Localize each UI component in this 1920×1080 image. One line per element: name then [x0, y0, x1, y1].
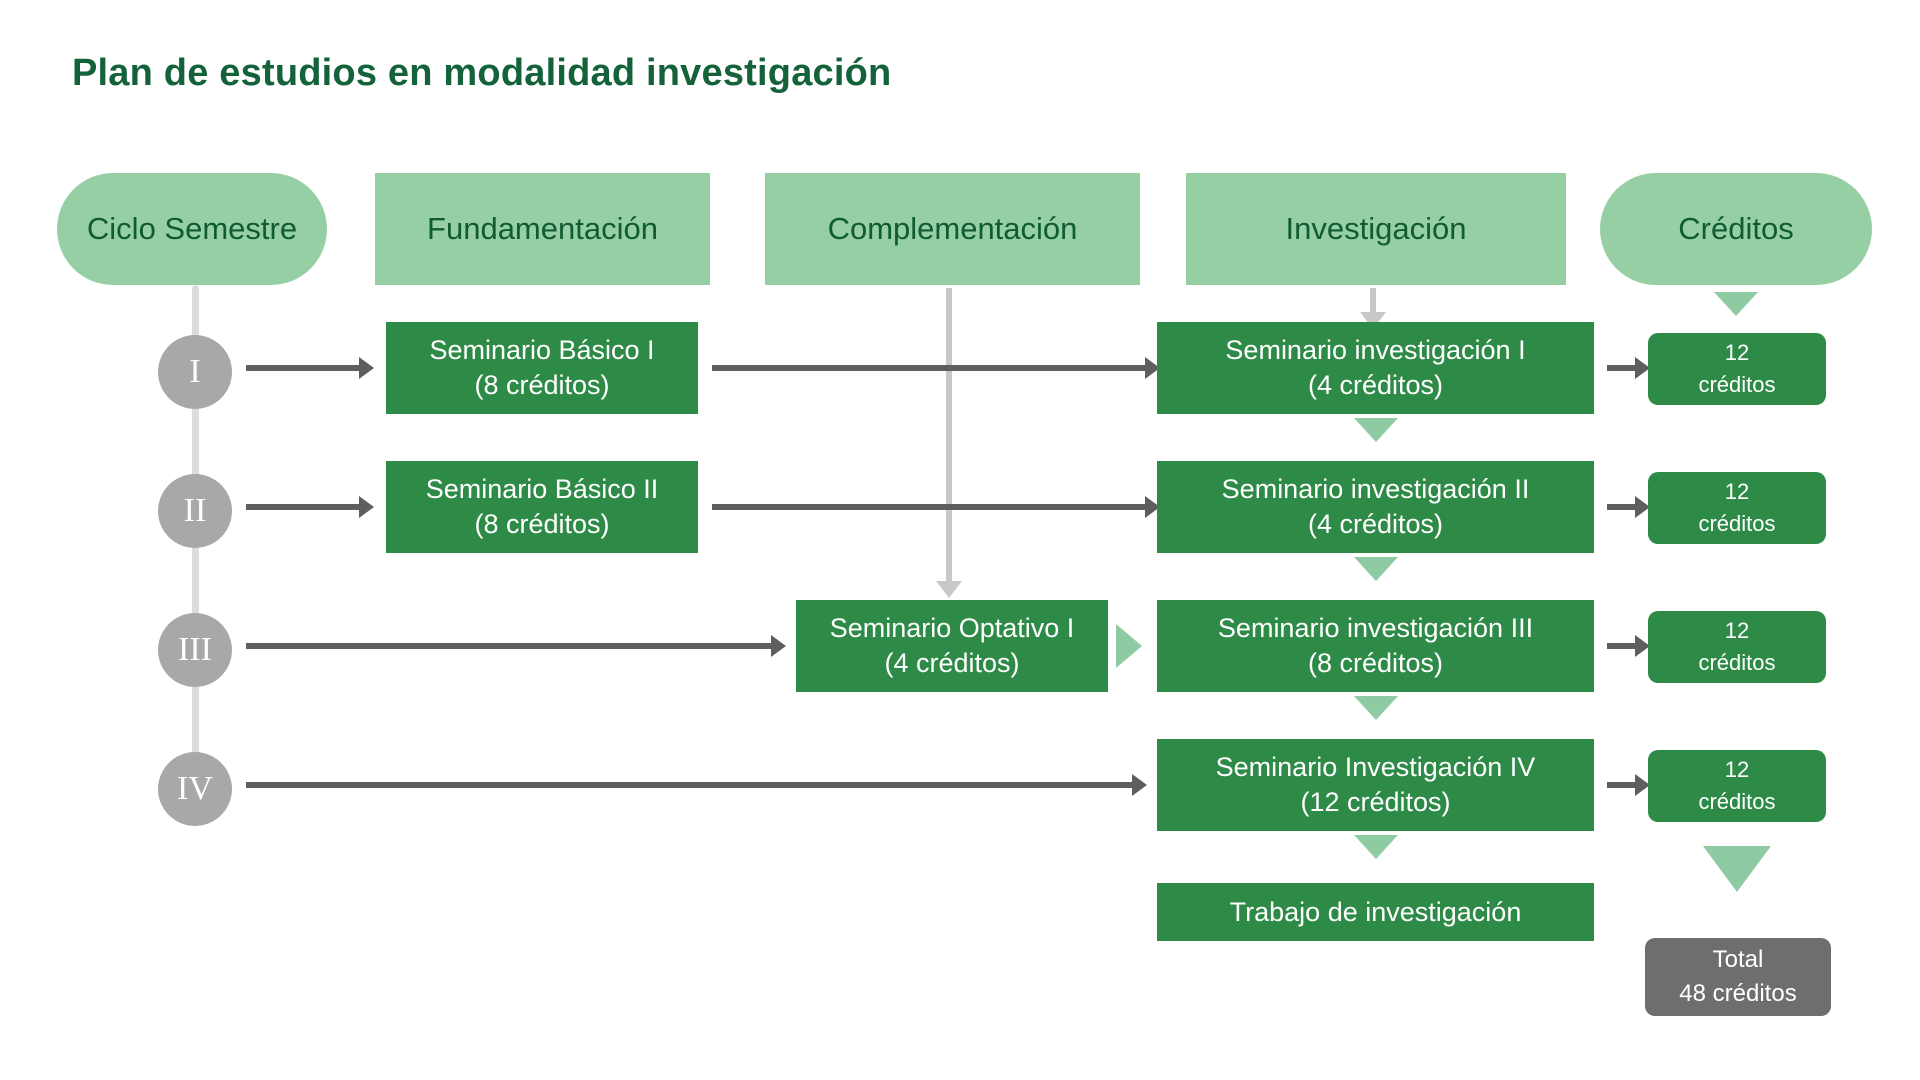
cycle-circle-3: III	[158, 613, 232, 687]
flow-arrow-cycle4-to-investigacion	[246, 774, 1147, 796]
box-line-2: (4 créditos)	[1307, 370, 1444, 400]
header-investigacion: Investigación	[1186, 173, 1566, 285]
cycle-circle-2: II	[158, 474, 232, 548]
box-line-2: créditos	[1698, 789, 1776, 814]
box-investigacion-4[interactable]: Seminario Investigación IV (12 créditos)	[1157, 739, 1594, 831]
box-line-1: Seminario investigación III	[1217, 613, 1534, 644]
box-line-1: Seminario investigación I	[1225, 335, 1526, 366]
flow-triangle-optativo-to-investigacion3	[1116, 624, 1142, 668]
box-line-2: (4 créditos)	[884, 648, 1020, 678]
flow-arrow-investigacion3-to-creditos3	[1607, 635, 1650, 657]
box-fundamentacion-1[interactable]: Seminario Básico I (8 créditos)	[386, 322, 698, 414]
flow-triangle-inv4-to-trabajo	[1354, 835, 1398, 859]
flow-arrow-investigacion2-to-creditos2	[1607, 496, 1650, 518]
flow-arrow-cycle2-to-fundamentacion	[246, 496, 374, 518]
header-ciclo-semestre: Ciclo Semestre	[57, 173, 327, 285]
cycle-spine-line	[192, 285, 199, 815]
box-line-1: Trabajo de investigación	[1229, 896, 1522, 927]
box-fundamentacion-2[interactable]: Seminario Básico II (8 créditos)	[386, 461, 698, 553]
box-line-1: Seminario investigación II	[1221, 474, 1530, 505]
box-line-2: créditos	[1698, 372, 1776, 397]
box-line-2: (4 créditos)	[1307, 509, 1444, 539]
cycle-circle-4: IV	[158, 752, 232, 826]
header-complementacion: Complementación	[765, 173, 1140, 285]
box-complementacion-3[interactable]: Seminario Optativo I (4 créditos)	[796, 600, 1108, 692]
box-line-1: Seminario Básico II	[425, 474, 659, 505]
box-line-2: (12 créditos)	[1300, 787, 1451, 817]
flow-arrow-fundamentacion1-to-investigacion1	[712, 357, 1160, 379]
box-line-2: créditos	[1698, 511, 1776, 536]
cycle-numeral: IV	[177, 770, 213, 807]
header-label: Ciclo Semestre	[86, 211, 298, 246]
box-investigacion-2[interactable]: Seminario investigación II (4 créditos)	[1157, 461, 1594, 553]
flow-triangle-creditos-down	[1714, 292, 1758, 316]
page-title: Plan de estudios en modalidad investigac…	[72, 52, 892, 94]
cycle-numeral: II	[183, 492, 207, 529]
header-label: Complementación	[827, 211, 1078, 246]
box-creditos-1[interactable]: 12 créditos	[1648, 333, 1826, 405]
flow-arrow-complementacion-down	[936, 288, 962, 598]
flow-arrow-investigacion-down	[1360, 288, 1386, 329]
box-line-1: 12	[1724, 757, 1750, 783]
flow-triangle-inv3-to-inv4	[1354, 696, 1398, 720]
cycle-circle-1: I	[158, 335, 232, 409]
cycle-numeral: I	[189, 353, 201, 390]
box-line-1: 12	[1724, 618, 1750, 644]
flow-triangle-inv2-to-inv3	[1354, 557, 1398, 581]
total-label: Total	[1712, 946, 1764, 974]
box-total-creditos[interactable]: Total 48 créditos	[1645, 938, 1831, 1016]
flow-arrow-fundamentacion2-to-investigacion2	[712, 496, 1160, 518]
header-fundamentacion: Fundamentación	[375, 173, 710, 285]
box-line-1: 12	[1724, 479, 1750, 505]
flow-triangle-creditos-to-total	[1703, 846, 1771, 892]
header-label: Investigación	[1285, 211, 1467, 246]
header-label: Fundamentación	[427, 211, 658, 246]
box-investigacion-3[interactable]: Seminario investigación III (8 créditos)	[1157, 600, 1594, 692]
header-label: Créditos	[1678, 211, 1794, 246]
flow-triangle-inv1-to-inv2	[1354, 418, 1398, 442]
box-line-2: (8 créditos)	[1307, 648, 1444, 678]
box-trabajo-investigacion[interactable]: Trabajo de investigación	[1157, 883, 1594, 941]
total-value: 48 créditos	[1679, 980, 1797, 1007]
box-creditos-4[interactable]: 12 créditos	[1648, 750, 1826, 822]
box-line-1: 12	[1724, 340, 1750, 366]
box-line-1: Seminario Optativo I	[829, 613, 1075, 644]
header-creditos: Créditos	[1600, 173, 1872, 285]
cycle-numeral: III	[178, 631, 212, 668]
box-line-2: (8 créditos)	[474, 370, 610, 400]
box-creditos-2[interactable]: 12 créditos	[1648, 472, 1826, 544]
flow-arrow-cycle1-to-fundamentacion	[246, 357, 374, 379]
box-investigacion-1[interactable]: Seminario investigación I (4 créditos)	[1157, 322, 1594, 414]
flow-arrow-investigacion4-to-creditos4	[1607, 774, 1650, 796]
box-line-1: Seminario Investigación IV	[1215, 752, 1536, 783]
box-line-1: Seminario Básico I	[429, 335, 655, 366]
box-creditos-3[interactable]: 12 créditos	[1648, 611, 1826, 683]
flow-arrow-cycle3-to-complementacion	[246, 635, 786, 657]
flow-arrow-investigacion1-to-creditos1	[1607, 357, 1650, 379]
box-line-2: créditos	[1698, 650, 1776, 675]
box-line-2: (8 créditos)	[474, 509, 610, 539]
